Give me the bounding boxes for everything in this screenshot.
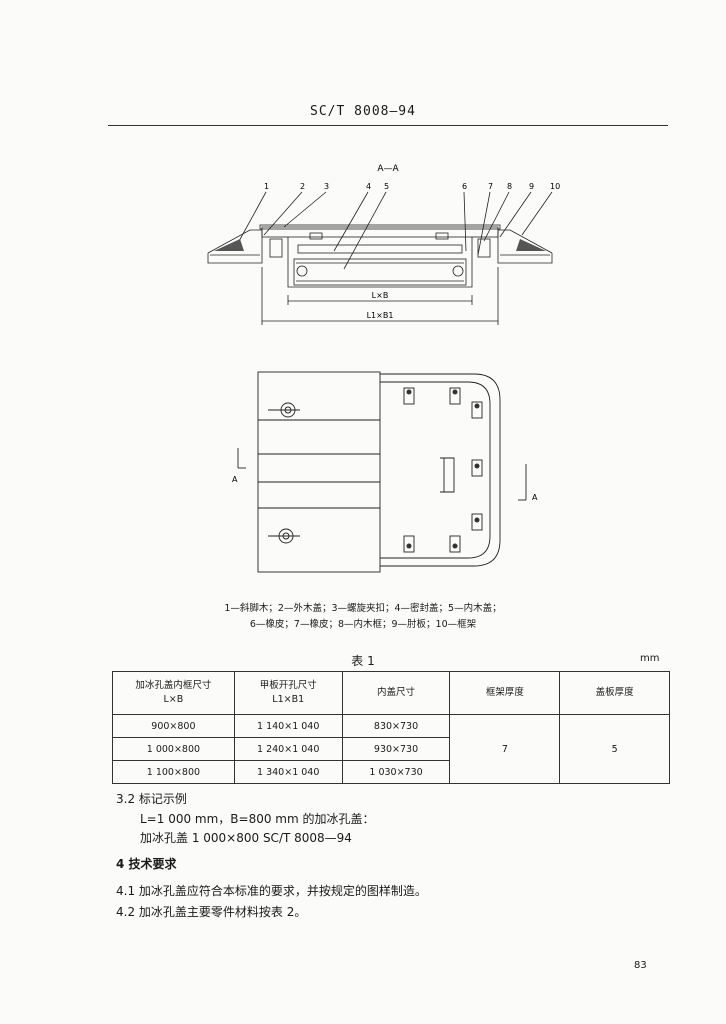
table-cell: 930×730 — [341, 737, 451, 761]
section-3-2-line1: L=1 000 mm，B=800 mm 的加冰孔盖： — [140, 812, 375, 826]
section-4-heading: 4 技术要求 — [116, 857, 177, 871]
table-cell: 1 000×800 — [112, 737, 235, 761]
callout-7: 7 — [488, 182, 493, 191]
table-unit: mm — [640, 653, 660, 664]
table-cell-plate-thickness: 5 — [559, 714, 670, 784]
section-4-1: 4.1 加冰孔盖应符合本标准的要求，并按规定的图样制造。 — [116, 884, 427, 898]
callout-4: 4 — [366, 182, 371, 191]
table-cell: 1 340×1 040 — [233, 760, 343, 784]
table-row: 1 100×800 1 340×1 040 1 030×730 — [112, 760, 670, 784]
figure-caption-line1: 1—斜脚木；2—外木盖；3—螺旋夹扣；4—密封盖；5—内木盖； — [224, 603, 502, 614]
callout-5: 5 — [384, 182, 389, 191]
dim-inner-label: L×B — [372, 291, 389, 300]
table-cell: 830×730 — [341, 714, 451, 738]
table-row: 900×800 1 140×1 040 830×730 7 5 — [112, 714, 670, 784]
view-marker-right: A — [532, 493, 538, 502]
section-drawing: A—A 1 2 3 4 5 6 7 8 9 10 — [207, 164, 560, 325]
table-cell-frame-thickness: 7 — [449, 714, 561, 784]
figure-caption-line2: 6—橡皮；7—橡皮；8—内木框；9—肘板；10—框架 — [249, 619, 477, 630]
table-cell: 900×800 — [112, 714, 235, 738]
section-label: A—A — [377, 164, 399, 174]
table-title: 表 1 — [351, 654, 375, 668]
table-cell: 1 240×1 040 — [233, 737, 343, 761]
plan-view-drawing: A A — [232, 371, 538, 573]
header-cell-inner-cover: 内盖尺寸 — [341, 671, 451, 715]
header-cell-plate-thickness: 盖板厚度 — [559, 671, 670, 715]
section-3-2-line2: 加冰孔盖 1 000×800 SC/T 8008—94 — [140, 831, 352, 845]
callout-10: 10 — [550, 182, 560, 191]
page-number: 83 — [634, 960, 647, 971]
table-cell: 1 100×800 — [112, 760, 235, 784]
header-rule — [108, 125, 668, 126]
table-cell: 1 030×730 — [341, 760, 451, 784]
section-3-2-heading: 3.2 标记示例 — [116, 792, 187, 806]
view-marker-left: A — [232, 475, 238, 484]
section-4-2: 4.2 加冰孔盖主要零件材料按表 2。 — [116, 905, 307, 919]
callout-3: 3 — [324, 182, 329, 191]
callout-2: 2 — [300, 182, 305, 191]
callout-9: 9 — [529, 182, 534, 191]
callout-8: 8 — [507, 182, 512, 191]
page-header: SC/T 8008—94 — [310, 104, 416, 119]
dim-outer-label: L1×B1 — [367, 311, 394, 320]
callout-1: 1 — [264, 182, 269, 191]
callout-6: 6 — [462, 182, 467, 191]
table-cell: 1 140×1 040 — [233, 714, 343, 738]
header-cell-frame-thickness: 框架厚度 — [449, 671, 561, 715]
